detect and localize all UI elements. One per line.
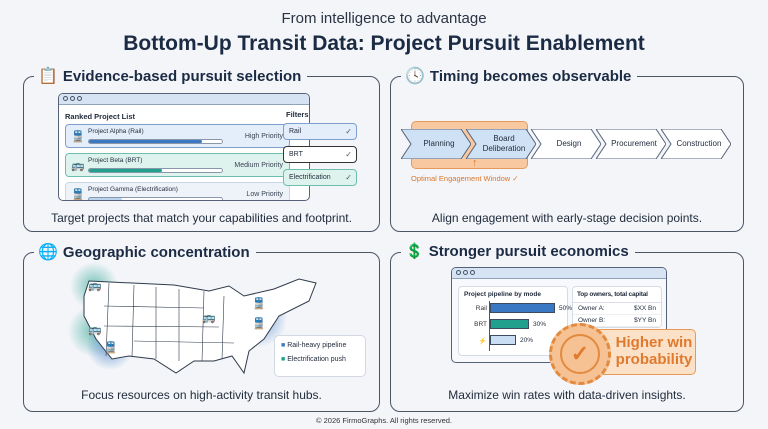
bar-label: BRT	[474, 321, 487, 328]
filter-chip[interactable]: Electrification ✓	[283, 169, 357, 186]
stage-chevron: Procurement	[596, 129, 666, 159]
panel-economics: 💲Stronger pursuit economics Project pipe…	[390, 242, 744, 412]
stage-chevron: Board Deliberation	[466, 129, 536, 159]
owner-row: Owner A: $XX Bn	[573, 303, 661, 315]
check-icon: ✓	[345, 127, 352, 136]
stage-chevron: Planning	[401, 129, 471, 159]
win-probability-text: Higher win probability	[615, 334, 693, 369]
panel-title: Timing becomes observable	[429, 67, 632, 85]
panel-pursuit-selection: 📋Evidence-based pursuit selection Ranked…	[23, 66, 380, 232]
score-bar	[88, 168, 223, 173]
svg-text:🚌: 🚌	[88, 280, 102, 292]
svg-text:🚆: 🚆	[252, 297, 266, 310]
bus-icon: ■	[281, 356, 286, 363]
transit-icons: 🚌🚌🚆🚌🚆🚆	[88, 280, 266, 354]
bar-value: 50%	[559, 305, 573, 312]
page-title: Bottom-Up Transit Data: Project Pursuit …	[123, 32, 645, 55]
panel-geo: 🌐Geographic concentration 🚌🚌🚆🚌🚆🚆 ■ Rail-…	[23, 242, 380, 412]
owners-table: Top owners, total capital Owner A: $XX Bn…	[572, 286, 662, 328]
transit-icon: 🚌	[71, 160, 85, 172]
footer: © 2026 FirmoGraphs. All rights reserved.	[316, 416, 452, 425]
filter-label: Electrification	[289, 174, 331, 181]
panel-title: Geographic concentration	[62, 243, 250, 261]
bar	[490, 319, 529, 329]
score-bar	[88, 139, 223, 144]
check-icon: ✓	[345, 173, 352, 182]
bar-value: 20%	[520, 337, 534, 344]
globe-pin-icon: 🌐	[38, 244, 58, 261]
project-row[interactable]: 🚆Project Alpha (Rail) High Priority	[65, 124, 290, 148]
svg-text:🚆: 🚆	[104, 341, 118, 354]
caption: Target projects that match your capabili…	[51, 211, 352, 225]
stage-chevron: Design	[531, 129, 601, 159]
state-borders	[103, 282, 235, 362]
stage-label: Construction	[676, 139, 722, 149]
priority-label: Low Priority	[246, 191, 283, 198]
us-map: 🚌🚌🚆🚌🚆🚆	[68, 262, 317, 375]
panel-timing: 🕓Timing becomes observable Planning Board…	[390, 66, 744, 232]
legend-label: Rail-heavy pipeline	[287, 342, 347, 349]
list-title: Ranked Project List	[65, 112, 136, 121]
pipeline-chart: Project pipeline by mode Rail 50% BRT 30% ⚡ 2…	[458, 286, 572, 356]
bar	[490, 335, 516, 345]
window-label: Optimal Engagement Window ✓	[411, 174, 519, 183]
filter-label: BRT	[289, 151, 303, 158]
priority-label: High Priority	[244, 133, 283, 140]
owner-name: Owner B:	[578, 317, 606, 324]
project-row[interactable]: 🚆Project Gamma (Electrification) Low Prio…	[65, 182, 290, 201]
project-row[interactable]: 🚌Project Beta (BRT) Medium Priority	[65, 153, 290, 177]
stage-label: Board Deliberation	[482, 134, 526, 153]
project-name: Project Gamma (Electrification)	[88, 186, 178, 193]
chart-title: Project pipeline by mode	[464, 291, 541, 298]
legend-label: Electrification push	[287, 356, 346, 363]
checklist-search-icon: 📋	[38, 68, 58, 85]
svg-text:🚆: 🚆	[252, 317, 266, 330]
transit-icon: 🚆	[71, 131, 85, 143]
svg-text:🚌: 🚌	[202, 312, 216, 324]
owner-row: Owner B: $YY Bn	[573, 315, 661, 327]
check-icon: ✓	[345, 150, 352, 159]
transit-icon: 🚆	[71, 189, 85, 201]
caption: Focus resources on high-activity transit…	[81, 388, 322, 402]
us-outline	[83, 278, 317, 375]
project-list-window: Ranked Project List 🚆Project Alpha (Rail…	[58, 93, 310, 201]
owner-value: $YY Bn	[634, 317, 656, 324]
bar	[490, 303, 555, 313]
priority-label: Medium Priority	[234, 162, 283, 169]
filter-label: Rail	[289, 128, 302, 135]
bar-label: Rail	[475, 305, 487, 312]
panel-title: Stronger pursuit economics	[428, 242, 629, 260]
arrow-up-icon: ↑	[472, 157, 478, 169]
project-name: Project Alpha (Rail)	[88, 128, 144, 135]
svg-text:🚌: 🚌	[88, 324, 102, 336]
owner-name: Owner A:	[578, 305, 605, 312]
kicker: From intelligence to advantage	[281, 10, 487, 27]
project-name: Project Beta (BRT)	[88, 157, 143, 164]
dollar-growth-icon: 💲	[405, 243, 424, 260]
filter-chip[interactable]: Rail ✓	[283, 123, 357, 140]
bar-label: ⚡	[478, 338, 487, 345]
owners-title: Top owners, total capital	[573, 287, 661, 303]
score-bar	[88, 197, 223, 200]
stage-chevron: Construction	[661, 129, 731, 159]
panel-title: Evidence-based pursuit selection	[62, 67, 302, 85]
caption: Maximize win rates with data-driven insi…	[448, 388, 686, 402]
filter-chip[interactable]: BRT ✓	[283, 146, 357, 163]
stage-label: Procurement	[611, 139, 657, 149]
train-icon: ■	[281, 342, 286, 349]
seal-check-icon: ✓	[549, 323, 611, 385]
stage-label: Planning	[423, 139, 455, 149]
stage-label: Design	[556, 139, 582, 149]
owner-value: $XX Bn	[633, 305, 656, 312]
filters-title: Filters	[286, 110, 309, 119]
clock-icon: 🕓	[405, 68, 425, 85]
bar-value: 30%	[533, 321, 547, 328]
map-legend: ■ Rail-heavy pipeline ■ Electrification …	[274, 335, 366, 377]
caption: Align engagement with early-stage decisi…	[431, 211, 703, 225]
